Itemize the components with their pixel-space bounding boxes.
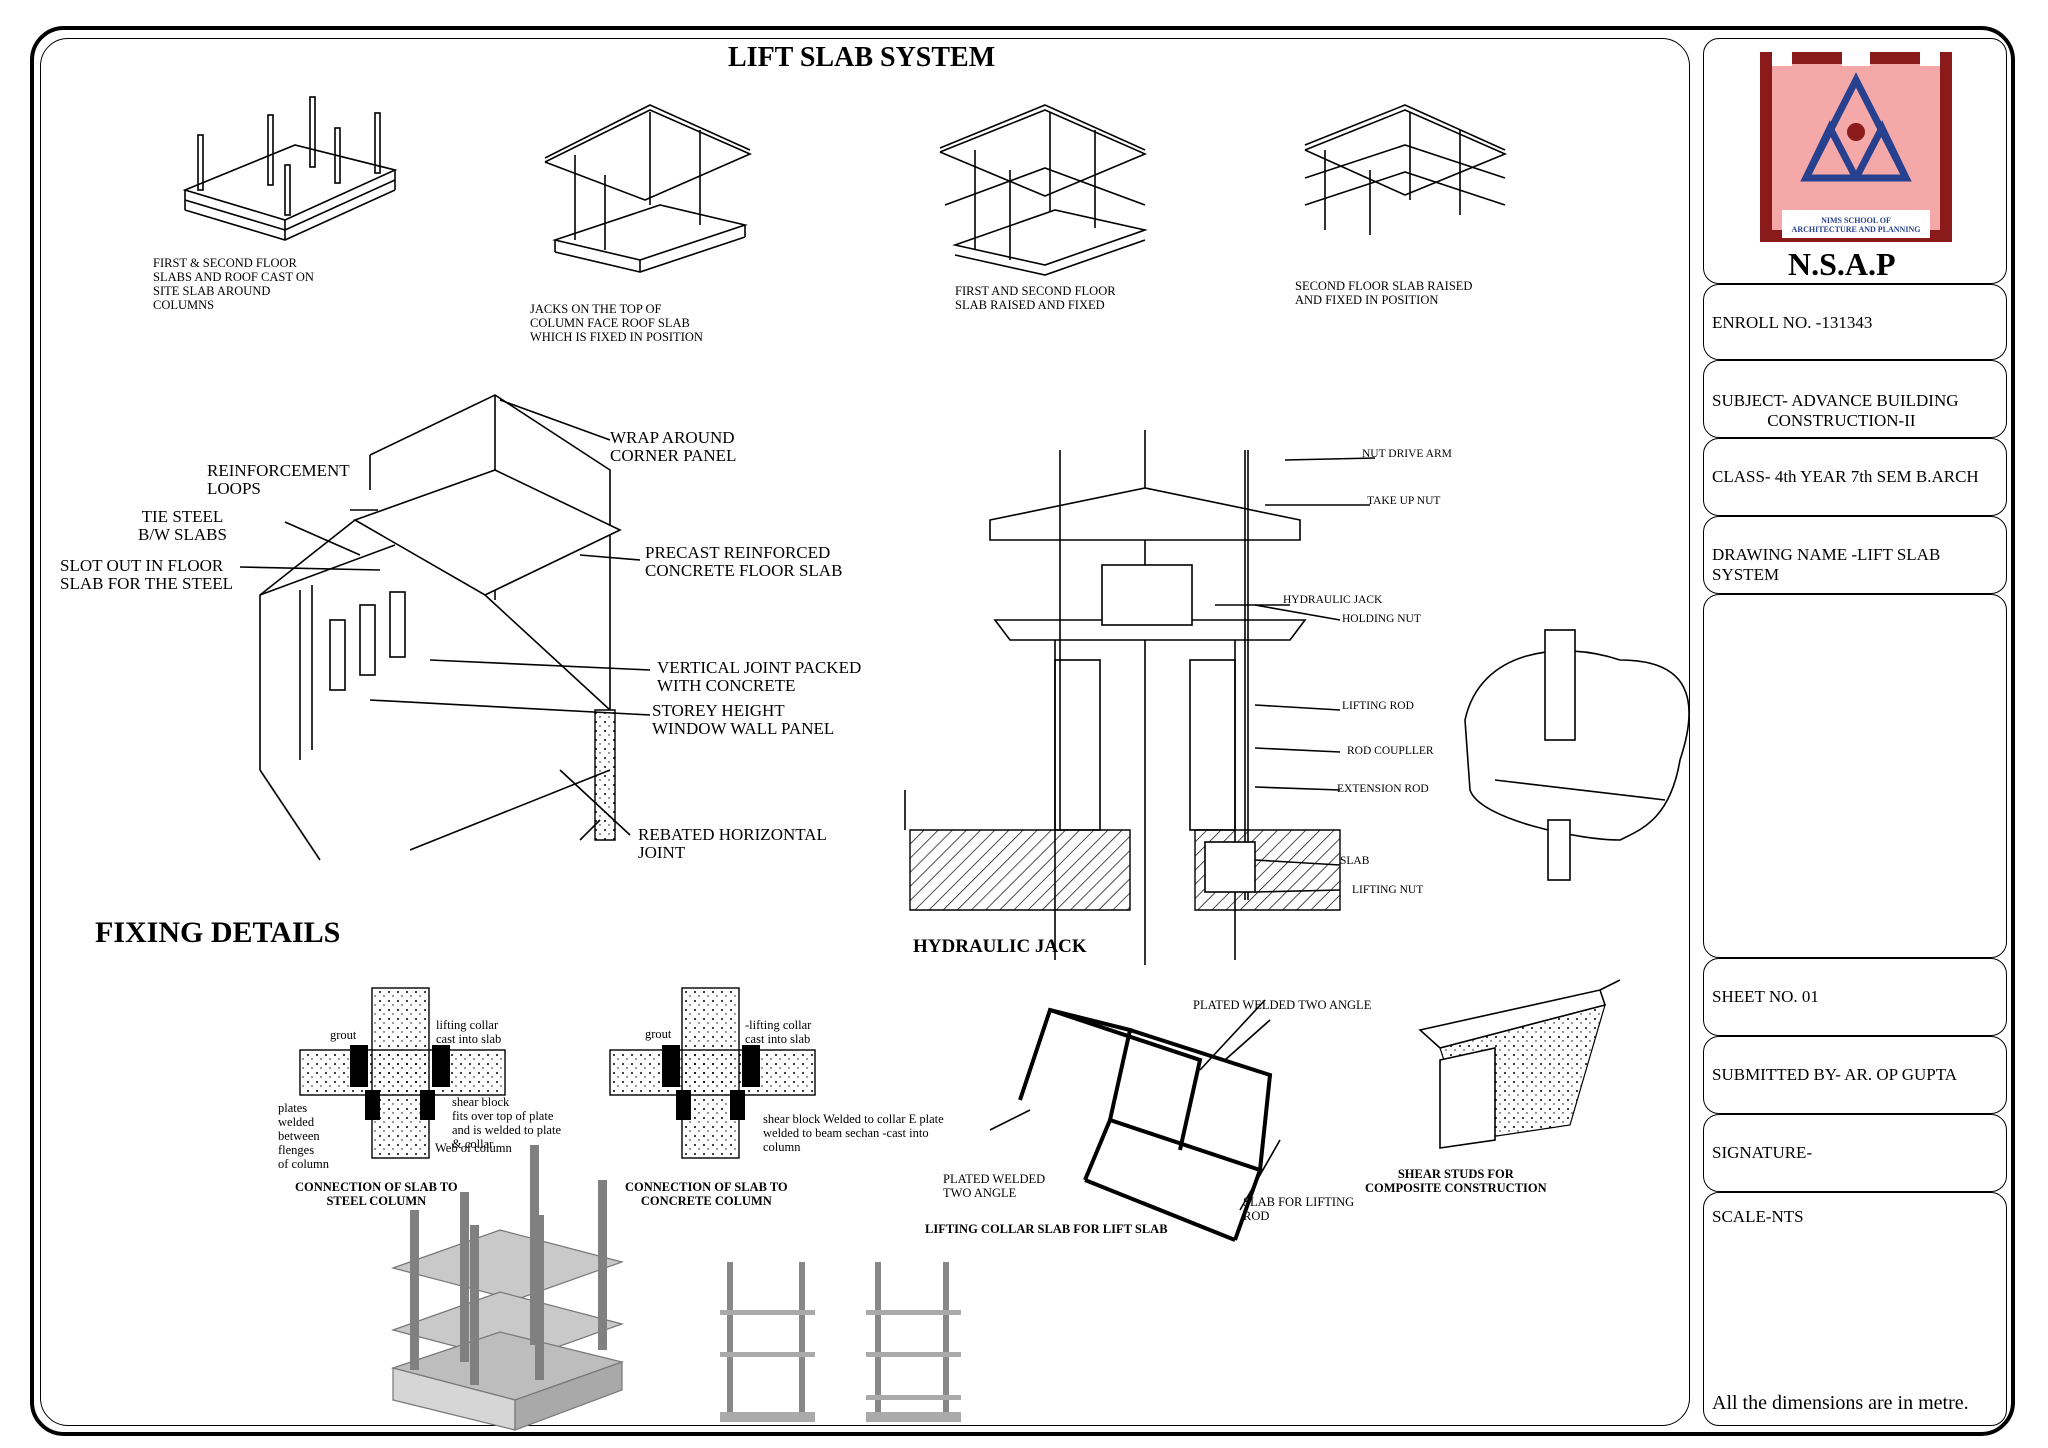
label-slot-out: SLOT OUT IN FLOOR SLAB FOR THE STEEL [60,556,234,593]
label-take-up-nut: TAKE UP NUT [1367,495,1441,507]
lifting-collar-drawing [989,999,1281,1242]
lift-slab-elevation-1 [720,1262,815,1422]
drawing-area [40,38,1690,1426]
stage-3-drawing [939,104,1148,276]
label-slab: SLAB [1340,855,1370,867]
label-holding-nut: HOLDING NUT [1342,613,1421,625]
lift-slab-3d-drawing [390,1145,625,1431]
caption-steel-connection: CONNECTION OF SLAB TO STEEL COLUMN [295,1180,458,1208]
stage-4-caption: SECOND FLOOR SLAB RAISED AND FIXED IN PO… [1295,279,1473,307]
label-shear-block-2: shear block Welded to collar E plate wel… [763,1112,944,1154]
label-plates-welded: plates welded between flenges of column [278,1101,330,1171]
fixing-details-title: FIXING DETAILS [95,916,341,949]
label-shear-block-1: shear block fits over top of plate and i… [452,1095,561,1151]
label-rod-coupler: ROD COUPLLER [1347,745,1434,757]
caption-concrete-connection: CONNECTION OF SLAB TO CONCRETE COLUMN [625,1180,788,1208]
tb-subject: SUBJECT- ADVANCE BUILDING CONSTRUCTION-I… [1703,360,2007,438]
label-wrap-around: WRAP AROUND CORNER PANEL [610,428,737,465]
stage-3-caption: FIRST AND SECOND FLOOR SLAB RAISED AND F… [955,284,1116,312]
steel-connection-drawing [299,987,506,1159]
tb-scale: SCALE-NTS [1703,1192,2007,1426]
label-web-of-column: Web of column [435,1141,512,1155]
stage-1-caption: FIRST & SECOND FLOOR SLABS AND ROOF CAST… [153,256,314,312]
logo-abbreviation: N.S.A.P [1788,246,1896,282]
steel-column-sketch [1464,629,1690,881]
label-plated-top: PLATED WELDED TWO ANGLE [1193,998,1372,1012]
tb-submitted-by: SUBMITTED BY- AR. OP GUPTA [1703,1036,2007,1114]
stage-2-drawing [544,104,752,273]
tb-logo-box [1703,38,2007,284]
hydraulic-jack-caption: HYDRAULIC JACK [913,936,1087,957]
tb-blank [1703,594,2007,958]
label-precast: PRECAST REINFORCED CONCRETE FLOOR SLAB [645,543,843,580]
label-grout-2: grout [645,1027,672,1041]
label-rebated: REBATED HORIZONTAL JOINT [638,825,827,862]
stage-2-caption: JACKS ON THE TOP OF COLUMN FACE ROOF SLA… [530,302,703,344]
label-hydraulic-jack: HYDRAULIC JACK [1283,594,1383,606]
label-plated-bottom: PLATED WELDED TWO ANGLE [943,1172,1046,1200]
label-lifting-nut: LIFTING NUT [1352,884,1424,896]
label-storey-height: STOREY HEIGHT WINDOW WALL PANEL [652,701,835,738]
tb-enroll: ENROLL NO. -131343 [1703,284,2007,360]
sheet-title: LIFT SLAB SYSTEM [728,42,996,73]
tb-class: CLASS- 4th YEAR 7th SEM B.ARCH [1703,438,2007,516]
label-grout-1: grout [330,1028,357,1042]
shear-studs-drawing [1418,979,1621,1149]
stage-1-drawing [182,96,398,241]
caption-shear-studs: SHEAR STUDS FOR COMPOSITE CONSTRUCTION [1365,1167,1547,1195]
sheet-frame [30,26,2015,1436]
dimension-note: All the dimensions are in metre. [1712,1392,1969,1414]
tb-drawing-name: DRAWING NAME -LIFT SLAB SYSTEM [1703,516,2007,594]
stage-4-drawing [1304,104,1508,235]
lift-slab-elevation-2 [866,1262,961,1422]
label-slab-for-lifting: SLAB FOR LIFTING ROD [1243,1195,1355,1223]
label-extension-rod: EXTENSION ROD [1337,783,1429,795]
label-lifting-collar-2: -lifting collar cast into slab [745,1018,812,1046]
concrete-connection-drawing [609,987,816,1159]
label-reinforcement-loops: REINFORCEMENT LOOPS [207,461,350,498]
caption-lifting-collar: LIFTING COLLAR SLAB FOR LIFT SLAB [925,1222,1168,1236]
tb-signature: SIGNATURE- [1703,1114,2007,1192]
label-nut-drive-arm: NUT DRIVE ARM [1362,448,1452,460]
label-lifting-rod: LIFTING ROD [1342,700,1414,712]
precast-panel-drawing [239,394,651,861]
label-vertical-joint: VERTICAL JOINT PACKED WITH CONCRETE [657,658,862,695]
tb-sheet-no: SHEET NO. 01 [1703,958,2007,1036]
hydraulic-jack-drawing [904,430,1376,965]
logo-school-name: NIMS SCHOOL OF ARCHITECTURE AND PLANNING [1791,216,1921,234]
label-tie-steel: TIE STEEL B/W SLABS [138,507,227,544]
nsap-logo [1760,52,1952,242]
label-lifting-collar-1: lifting collar cast into slab [436,1018,502,1046]
